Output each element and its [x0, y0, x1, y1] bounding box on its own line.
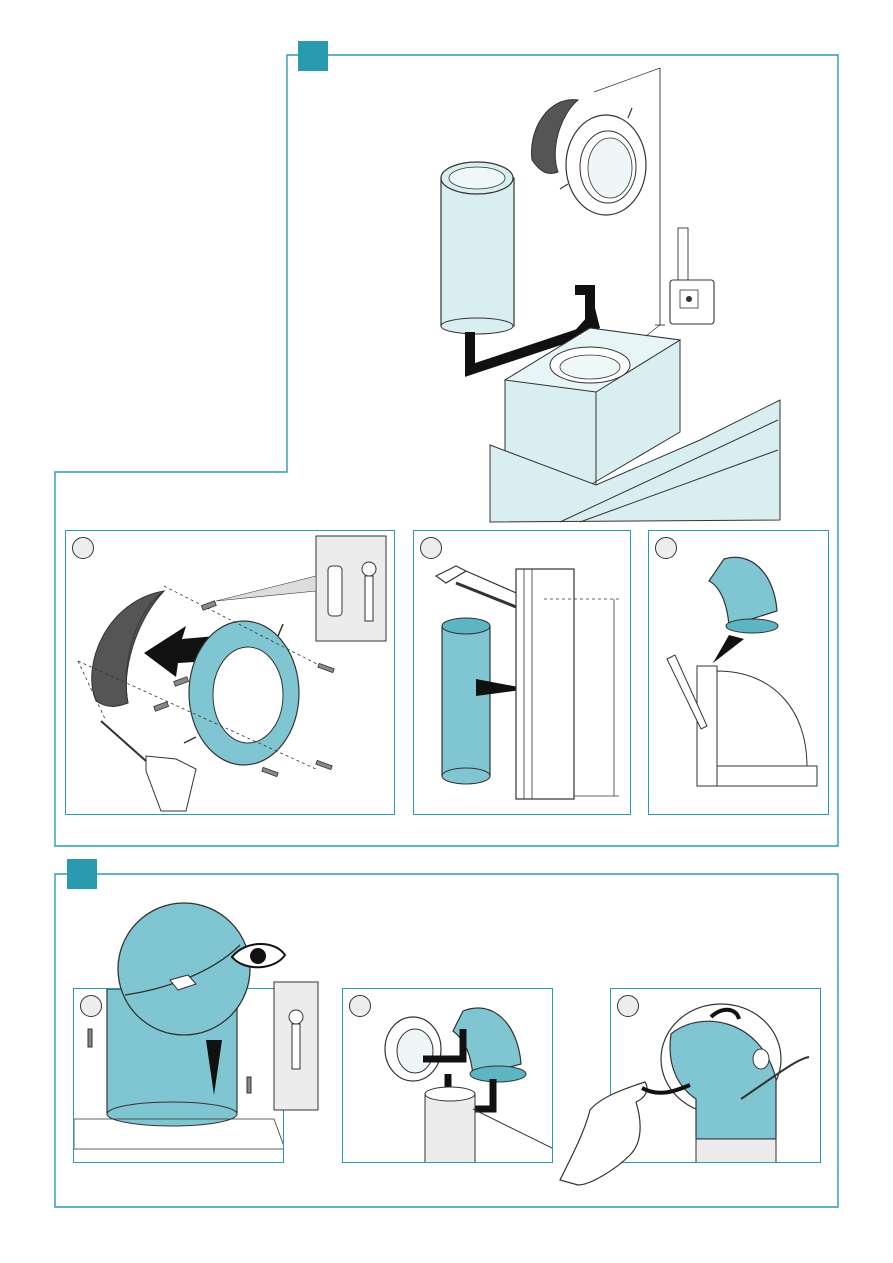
step-panel-5: [342, 988, 553, 1163]
elbow-mark-illustration: [649, 531, 829, 815]
duct-base-icon: [74, 989, 284, 1149]
wall-hole-icon: [531, 100, 578, 174]
elbow-secure-illustration: [611, 989, 821, 1163]
wall-flange-ring-icon: [560, 108, 646, 215]
duct-tube-icon: [425, 1087, 475, 1163]
wall-mount-flange-illustration: [66, 531, 395, 815]
drill-icon: [101, 721, 196, 811]
step-panel-4: [73, 988, 284, 1163]
tape-measure-icon: [670, 228, 714, 324]
wall-plug-icon: [316, 536, 386, 641]
hood-box-icon: [490, 328, 780, 522]
eye-icon: [232, 944, 285, 967]
step-panel-2: [413, 530, 631, 815]
duct-cut-illustration: [414, 531, 631, 815]
insertion-arrow-icon: [470, 290, 600, 370]
step-panel-6: [610, 988, 821, 1163]
duct-tube-icon: [441, 162, 514, 334]
elbow-insert-illustration: [343, 989, 553, 1163]
elbow-duct-icon: [709, 557, 778, 633]
duct-base-illustration: [74, 989, 284, 1163]
wall-flange-icon: [385, 1017, 441, 1081]
screw-icon: [289, 1010, 303, 1069]
section-2-marker: [67, 859, 97, 889]
marking-template-icon: [697, 666, 817, 786]
step-panel-1: [65, 530, 395, 815]
section-1-marker: [298, 41, 328, 71]
step-panel-3: [648, 530, 829, 815]
duct-tube-icon: [442, 618, 490, 784]
